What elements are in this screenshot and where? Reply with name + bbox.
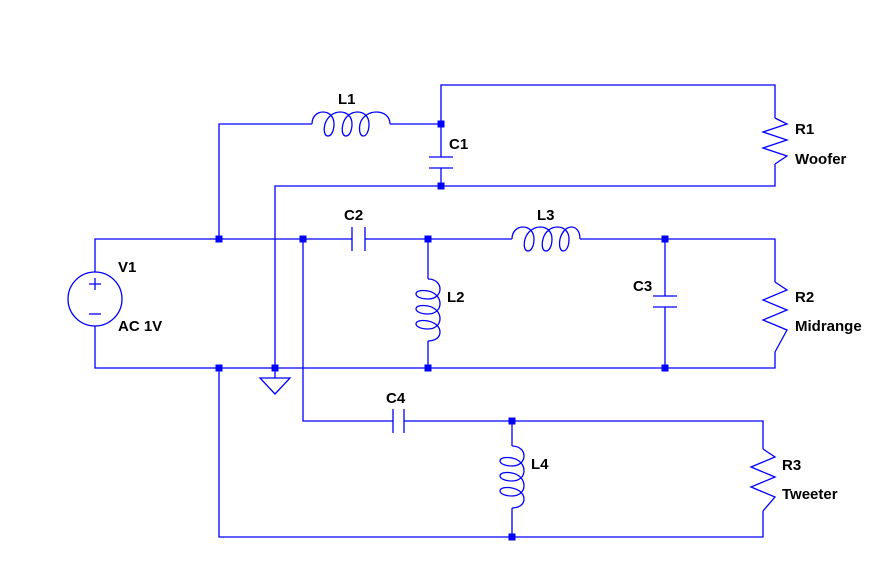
- wire-c1-top: [440, 84, 776, 124]
- junction-dot: [299, 235, 307, 243]
- capacitor-c4[interactable]: [392, 409, 405, 433]
- junction-dot: [424, 364, 432, 372]
- capacitor-c1[interactable]: [429, 156, 453, 169]
- wire-woofer-return: [274, 185, 441, 368]
- junction-dot: [437, 120, 445, 128]
- resistor-r2[interactable]: [761, 281, 789, 353]
- inductor-l2[interactable]: [415, 278, 441, 342]
- labels: V1 AC 1V L1 C1 R1 Woofer C2 L3 L2 C3 R2 …: [118, 91, 862, 503]
- junction-dot: [437, 182, 445, 190]
- label-l2: L2: [447, 289, 465, 306]
- junction-dot: [508, 533, 516, 541]
- wire-l3-to-r2: [580, 238, 776, 282]
- inductor-l4[interactable]: [499, 445, 525, 509]
- label-v1-value: AC 1V: [118, 318, 162, 335]
- wire-source-top: [94, 238, 352, 272]
- label-c2: C2: [344, 207, 363, 224]
- junction-dot: [271, 364, 279, 372]
- label-r2: R2: [795, 289, 814, 306]
- wire-woofer-feed: [218, 123, 312, 239]
- plus-sign: [89, 278, 101, 290]
- wire-c4-to-r3: [404, 420, 764, 449]
- label-l4: L4: [531, 456, 549, 473]
- wire-source-bottom: [94, 326, 776, 369]
- junction-dot: [215, 235, 223, 243]
- capacitor-c2[interactable]: [351, 227, 366, 251]
- label-c3: C3: [633, 278, 652, 295]
- ac-source-icon: [67, 271, 123, 327]
- junction-dot: [661, 235, 669, 243]
- label-c1: C1: [449, 136, 468, 153]
- label-l3: L3: [537, 207, 555, 224]
- label-c4: C4: [386, 390, 406, 407]
- wire-r1-bottom: [441, 164, 776, 187]
- label-r3: R3: [782, 457, 801, 474]
- source-v1[interactable]: [67, 271, 123, 327]
- wire-tweeter-feed: [302, 239, 393, 422]
- label-r1: R1: [795, 121, 814, 138]
- capacitor-c3[interactable]: [653, 295, 677, 308]
- label-r3-value: Tweeter: [782, 486, 838, 503]
- label-r2-value: Midrange: [795, 318, 862, 335]
- label-v1: V1: [118, 259, 136, 276]
- junction-dot: [508, 417, 516, 425]
- inductor-l1[interactable]: [311, 111, 391, 137]
- wire-tweeter-return: [218, 368, 764, 538]
- label-r1-value: Woofer: [795, 151, 847, 168]
- junction-dot: [661, 364, 669, 372]
- wires: [94, 84, 776, 538]
- label-l1: L1: [338, 91, 356, 108]
- junction-dot: [424, 235, 432, 243]
- junction-dot: [215, 364, 223, 372]
- ground-icon[interactable]: [258, 377, 292, 395]
- resistor-r1[interactable]: [760, 117, 790, 165]
- inductor-l3[interactable]: [511, 226, 581, 252]
- junctions: [215, 120, 669, 541]
- resistor-r3[interactable]: [749, 448, 777, 512]
